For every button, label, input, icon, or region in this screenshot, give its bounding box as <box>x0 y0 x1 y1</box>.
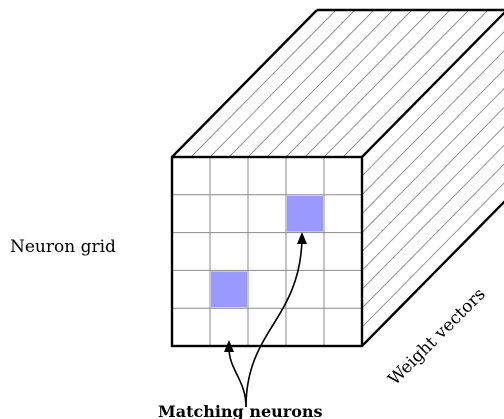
side-stripe <box>361 106 504 252</box>
side-stripe <box>361 182 504 328</box>
edge-top-right <box>361 11 504 158</box>
side-stripe <box>361 69 504 215</box>
top-stripe <box>304 9 451 158</box>
side-stripe <box>361 88 504 233</box>
top-stripe <box>209 9 356 158</box>
side-stripe <box>361 125 504 271</box>
arrowhead-lower <box>224 340 234 352</box>
side-stripe <box>361 50 504 196</box>
top-face <box>190 9 489 158</box>
top-stripe <box>342 9 489 158</box>
matching-neuron-cell <box>287 195 323 232</box>
side-face <box>361 31 504 328</box>
top-stripe <box>228 9 375 158</box>
arrow-to-lower-neuron <box>228 347 247 408</box>
front-face-background <box>172 157 362 346</box>
cube-outline <box>170 8 504 348</box>
edge-top-left <box>171 9 318 158</box>
top-stripe <box>190 9 337 158</box>
top-stripe <box>323 9 470 158</box>
top-stripe <box>285 9 432 158</box>
arrow-to-upper-neuron <box>245 238 303 408</box>
arrowhead-upper <box>297 232 307 244</box>
matching-neuron-cell <box>211 271 247 308</box>
matching-arrows <box>224 232 307 408</box>
top-stripe <box>266 9 413 158</box>
matching-neurons-label: Matching neurons <box>158 402 323 419</box>
top-stripe <box>247 9 394 158</box>
front-face-outline <box>170 155 364 348</box>
side-stripe <box>361 31 504 177</box>
edge-bottom-right <box>361 200 504 347</box>
weight-vectors-label: Weight vectors <box>384 284 489 389</box>
side-stripe <box>361 144 504 290</box>
side-stripe <box>361 163 504 309</box>
neuron-grid-label: Neuron grid <box>10 237 116 257</box>
front-face-grid <box>172 157 362 346</box>
